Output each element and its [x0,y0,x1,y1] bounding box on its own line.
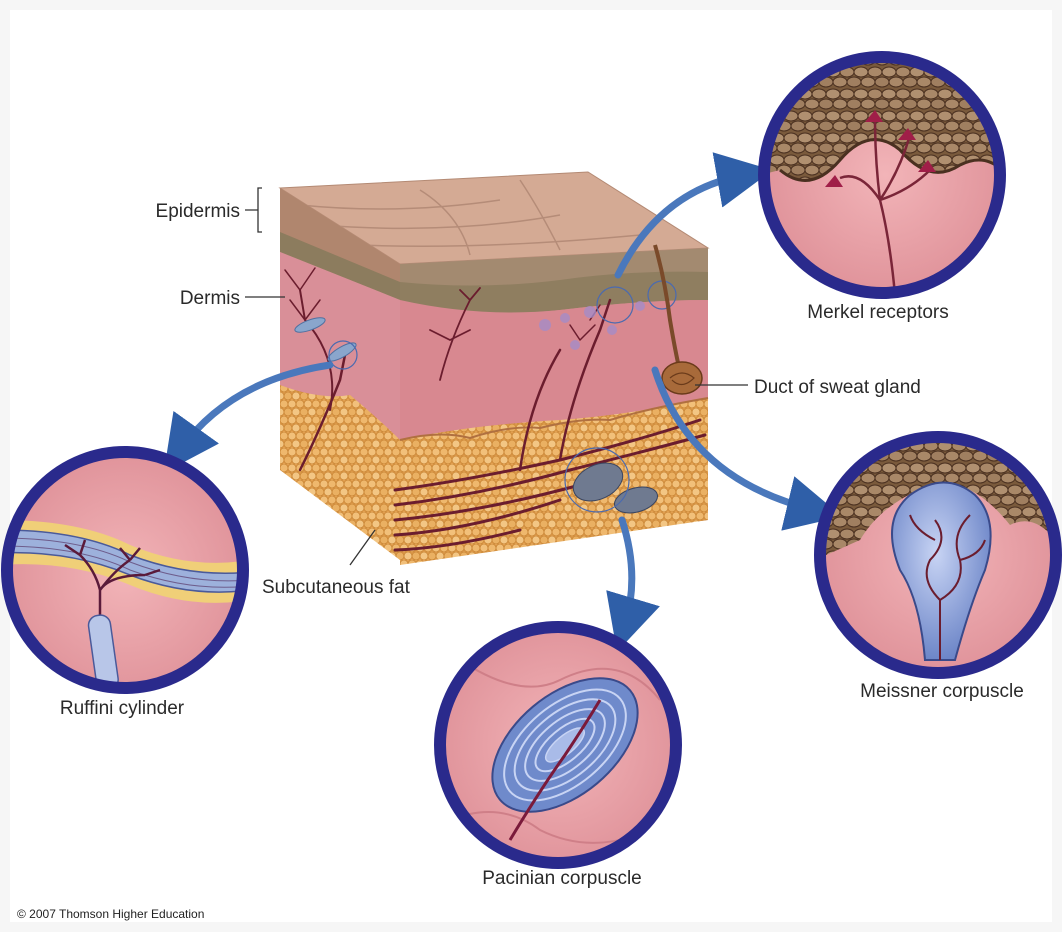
arrow-to-ruffini [163,361,334,473]
label-sweat-duct: Duct of sweat gland [754,377,921,398]
label-merkel: Merkel receptors [807,302,949,323]
connector-arrows [163,152,843,652]
label-ruffini: Ruffini cylinder [60,698,185,719]
pacinian-inset [434,621,682,869]
arrow-to-merkel [614,152,773,279]
arrow-to-pacinian [606,516,660,652]
merkel-ring [758,51,1006,299]
label-epidermis: Epidermis [156,201,240,222]
ruffini-ring [1,446,249,694]
meissner-inset [814,431,1062,679]
label-dermis: Dermis [180,288,240,309]
label-subcutaneous-fat: Subcutaneous fat [262,577,411,598]
meissner-ring [814,431,1062,679]
ruffini-inset [1,446,249,694]
pacinian-ring [434,621,682,869]
skin-block [278,171,710,565]
arrow-to-meissner [651,366,843,531]
leader-lines [245,187,748,566]
label-meissner: Meissner corpuscle [860,681,1024,702]
merkel-inset [758,51,1006,299]
copyright-credit: © 2007 Thomson Higher Education [17,907,204,921]
label-pacinian: Pacinian corpuscle [482,868,641,889]
